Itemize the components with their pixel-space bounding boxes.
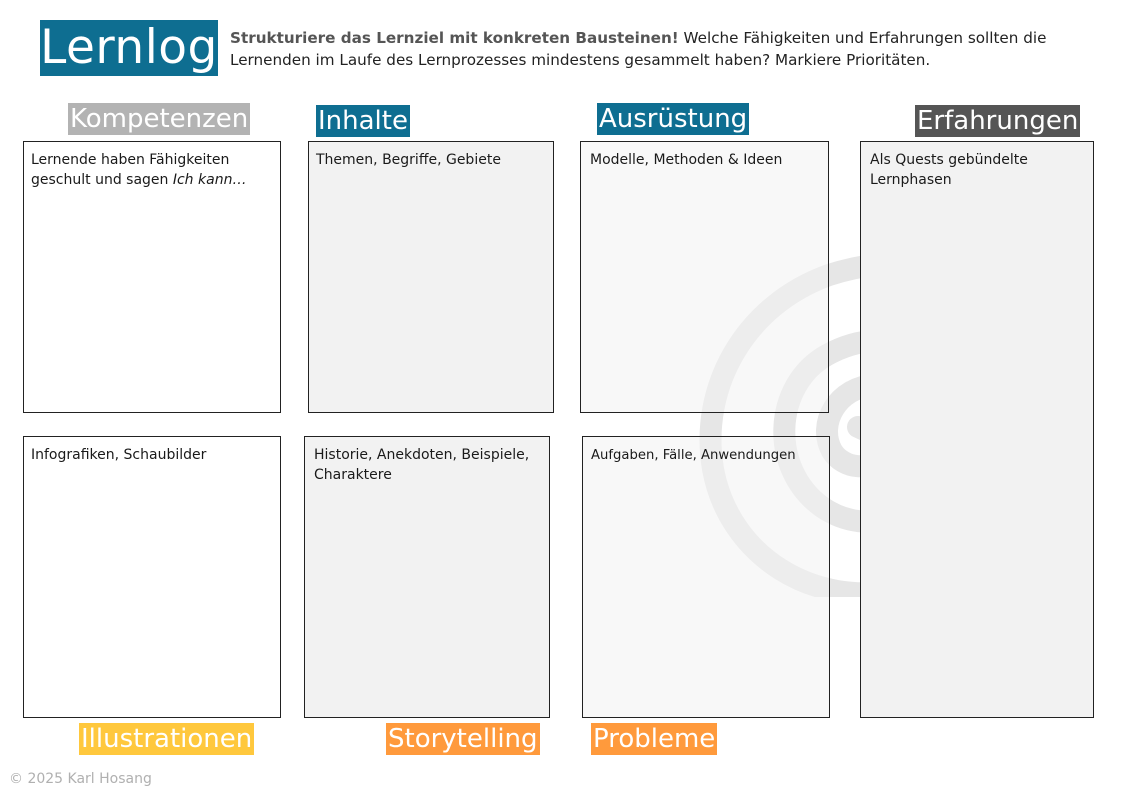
probleme-description: Aufgaben, Fälle, Anwendungen: [591, 448, 796, 463]
kompetenzen-italic: Ich kann…: [172, 171, 247, 188]
heading-kompetenzen: Kompetenzen: [68, 103, 251, 135]
box-erfahrungen[interactable]: Als Quests gebündelte Lernphasen: [860, 141, 1094, 718]
lernlog-logo: Lernlog: [40, 20, 218, 76]
heading-illustrationen: Illustrationen: [79, 723, 255, 755]
intro-body: Welche Fähigkeiten und Erfahrungen sollt…: [230, 29, 1047, 69]
box-probleme[interactable]: Aufgaben, Fälle, Anwendungen: [582, 436, 830, 718]
kompetenzen-description: Lernende haben Fähigkeiten geschult und …: [31, 152, 230, 188]
box-inhalte[interactable]: Themen, Begriffe, Gebiete: [308, 141, 554, 413]
illustrationen-description: Infografiken, Schaubilder: [31, 447, 207, 463]
box-storytelling[interactable]: Historie, Anekdoten, Beispiele, Charakte…: [304, 436, 550, 718]
inhalte-description: Themen, Begriffe, Gebiete: [316, 152, 501, 168]
heading-ausruestung: Ausrüstung: [597, 103, 750, 135]
storytelling-description: Historie, Anekdoten, Beispiele, Charakte…: [314, 447, 530, 483]
heading-inhalte: Inhalte: [316, 105, 410, 137]
intro-text: Strukturiere das Lernziel mit konkreten …: [230, 27, 1090, 71]
ausruestung-description: Modelle, Methoden & Ideen: [590, 152, 783, 168]
box-ausruestung[interactable]: Modelle, Methoden & Ideen: [580, 141, 829, 413]
copyright-notice: © 2025 Karl Hosang: [9, 771, 152, 787]
erfahrungen-description: Als Quests gebündelte Lernphasen: [870, 152, 1028, 188]
box-kompetenzen[interactable]: Lernende haben Fähigkeiten geschult und …: [23, 141, 281, 413]
heading-probleme: Probleme: [591, 723, 718, 755]
intro-bold: Strukturiere das Lernziel mit konkreten …: [230, 29, 679, 47]
box-illustrationen[interactable]: Infografiken, Schaubilder: [23, 436, 281, 718]
heading-erfahrungen: Erfahrungen: [915, 105, 1081, 137]
heading-storytelling: Storytelling: [386, 723, 540, 755]
